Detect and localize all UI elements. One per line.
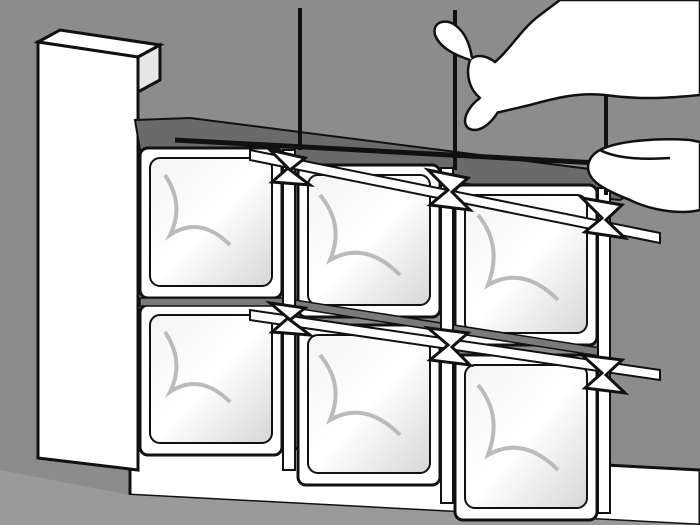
plastic-spacer-icon xyxy=(264,300,316,337)
spacers xyxy=(264,147,630,396)
hand-icon xyxy=(433,0,700,214)
plastic-spacer-icon xyxy=(423,325,475,368)
plastic-spacer-icon xyxy=(577,352,630,396)
plastic-spacer-icon xyxy=(577,195,630,241)
glass-block-icon xyxy=(138,146,284,300)
plastic-spacer-icon xyxy=(423,167,475,213)
glass-block-icon xyxy=(453,353,599,522)
glass-block-icon xyxy=(138,303,284,457)
glass-block-icon xyxy=(296,163,442,319)
end-post-icon xyxy=(33,28,165,472)
vertical-joint-strips xyxy=(282,149,611,514)
glass-block-icon xyxy=(296,323,442,487)
floor xyxy=(0,470,700,525)
glass-block-grid xyxy=(138,146,599,522)
plastic-spacer-icon xyxy=(265,147,316,187)
